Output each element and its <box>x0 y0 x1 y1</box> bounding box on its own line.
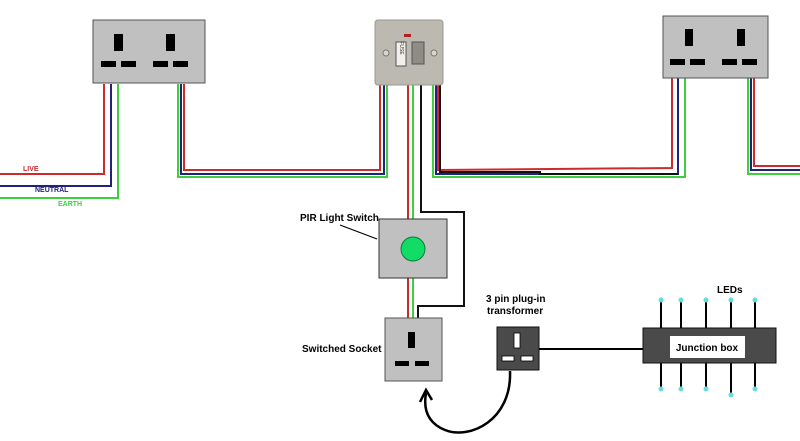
fuse-text: FUSE <box>398 41 404 55</box>
pir-label-pointer <box>339 224 378 240</box>
neutral-wire-segment-right <box>435 78 679 175</box>
live-wire-segment <box>183 84 381 171</box>
live-wire-out <box>753 78 800 167</box>
fused-spur-unit: FUSE <box>374 19 444 86</box>
earth-wire-left-feed <box>0 84 119 199</box>
earth-wire-segment <box>177 84 388 178</box>
switched-socket-label: Switched Socket <box>302 344 382 355</box>
left-feed-wires <box>0 84 119 199</box>
double-socket-right <box>662 15 769 79</box>
led-icon <box>678 297 684 303</box>
neutral-wire-out <box>750 78 800 171</box>
junction-box: Junction box <box>642 327 777 364</box>
transformer-label-line1: 3 pin plug-in <box>486 294 545 305</box>
earth-wire-out <box>747 78 800 175</box>
pir-sensor-lens <box>400 236 426 262</box>
spur-down-wires <box>407 84 465 318</box>
led-icon <box>658 386 664 392</box>
arrow-head-icon <box>418 387 434 403</box>
led-icon <box>752 297 758 303</box>
pir-light-switch <box>378 218 448 279</box>
ring-wires-spur-to-right <box>432 78 686 178</box>
leds-label: LEDs <box>717 285 743 296</box>
led-icon <box>658 297 664 303</box>
live-wire-segment-right <box>437 78 673 172</box>
ring-wires-left-to-spur <box>177 84 388 178</box>
led-icon <box>703 297 709 303</box>
transformer-label-line2: transformer <box>487 306 543 317</box>
neutral-wire-left-feed <box>0 84 112 187</box>
led-icon <box>703 386 709 392</box>
led-icon <box>728 392 734 398</box>
live-label: LIVE <box>23 166 39 173</box>
earth-wire-segment-right <box>432 78 686 178</box>
switch-return-wire-right <box>439 84 678 175</box>
neutral-label: NEUTRAL <box>35 187 69 194</box>
led-icon <box>678 386 684 392</box>
plug-in-transformer <box>496 326 540 371</box>
spur-switch-rocker <box>411 41 425 65</box>
led-icon <box>728 297 734 303</box>
switched-live-wire <box>417 84 465 318</box>
double-socket-left <box>92 19 206 84</box>
ring-wires-right-out <box>747 78 800 175</box>
neutral-wire-segment <box>180 84 385 175</box>
earth-label: EARTH <box>58 201 82 208</box>
plug-in-arrow <box>424 370 512 434</box>
live-wire-left-feed <box>0 84 105 175</box>
neon-indicator <box>404 34 411 37</box>
fuse-holder <box>395 41 407 67</box>
pir-switch-label: PIR Light Switch <box>300 213 379 224</box>
switched-socket <box>384 317 443 382</box>
junction-box-label: Junction box <box>676 343 739 354</box>
led-icon <box>752 386 758 392</box>
led-group <box>658 297 758 398</box>
